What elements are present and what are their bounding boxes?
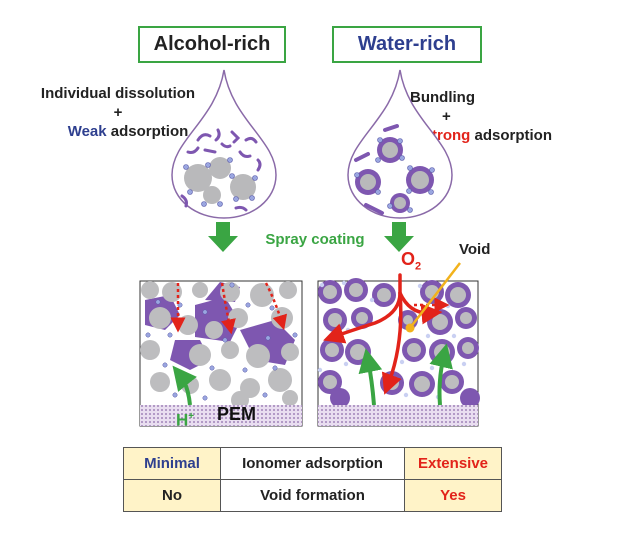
void-formation-header-cell: Void formation bbox=[220, 479, 405, 512]
right-droplet bbox=[347, 69, 453, 219]
spray-coating-label: Spray coating bbox=[265, 231, 365, 248]
proton-symbol: H bbox=[176, 410, 189, 430]
left-spray-arrow bbox=[208, 222, 238, 252]
ionomer-adsorption-header-cell: Ionomer adsorption bbox=[220, 447, 405, 480]
left-droplet-ionomer-chains bbox=[180, 128, 262, 212]
table-row: No Void formation Yes bbox=[123, 479, 502, 512]
table-row: Minimal Ionomer adsorption Extensive bbox=[123, 447, 502, 480]
comparison-table: Minimal Ionomer adsorption Extensive No … bbox=[123, 447, 502, 512]
oxygen-label: O2 bbox=[401, 250, 421, 277]
adsorption-word-right: adsorption bbox=[470, 127, 552, 144]
right-plus-sign: + bbox=[442, 108, 451, 125]
left-droplet bbox=[171, 69, 277, 219]
void-formation-alcohol-cell: No bbox=[123, 479, 221, 512]
left-plus-sign: + bbox=[113, 104, 123, 121]
water-rich-title: Water-rich bbox=[332, 26, 482, 63]
proton-superscript: + bbox=[188, 411, 195, 422]
pem-label: PEM bbox=[217, 404, 257, 424]
weak-word: Weak bbox=[67, 123, 107, 140]
void-formation-water-cell: Yes bbox=[404, 479, 502, 512]
alcohol-rich-title: Alcohol-rich bbox=[138, 26, 286, 63]
proton-label: H+ bbox=[176, 407, 194, 430]
right-spray-arrow bbox=[384, 222, 414, 252]
left-droplet-label: Individual dissolution + Weak adsorption bbox=[18, 84, 218, 141]
alcohol-rich-title-text: Alcohol-rich bbox=[153, 33, 271, 55]
ionomer-adsorption-alcohol-cell: Minimal bbox=[123, 447, 221, 480]
void-pointer-dot bbox=[405, 323, 415, 333]
right-droplet-particles bbox=[354, 124, 435, 215]
adsorption-word-left: adsorption bbox=[106, 123, 189, 140]
individual-dissolution-text: Individual dissolution bbox=[40, 85, 196, 102]
ionomer-adsorption-water-cell: Extensive bbox=[404, 447, 502, 480]
oxygen-symbol: O bbox=[401, 249, 416, 269]
left-droplet-particles bbox=[183, 157, 258, 207]
void-label: Void bbox=[459, 241, 491, 258]
void-pointer-line bbox=[409, 262, 461, 329]
water-rich-title-text: Water-rich bbox=[357, 33, 457, 55]
oxygen-subscript: 2 bbox=[415, 260, 422, 273]
right-catalyst-layer bbox=[317, 262, 480, 427]
left-catalyst-layer bbox=[139, 280, 303, 427]
weak-adsorption-text: Weak adsorption bbox=[18, 122, 218, 141]
bundling-text: Bundling bbox=[410, 89, 475, 106]
